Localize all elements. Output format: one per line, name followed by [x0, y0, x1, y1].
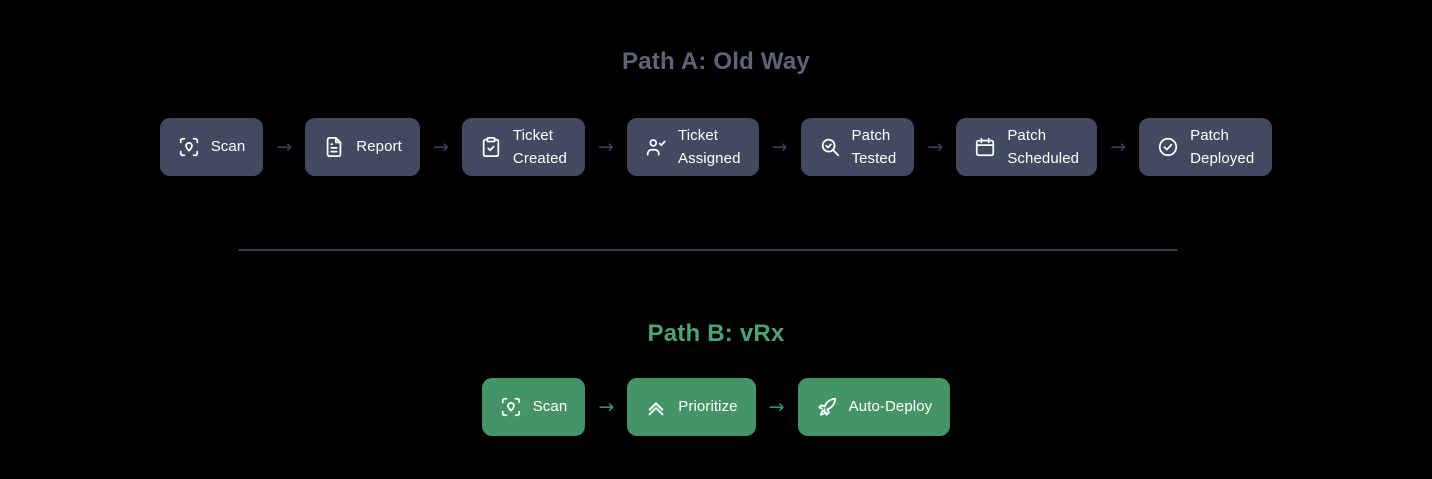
flow-step-label: Patch Deployed [1190, 126, 1255, 167]
flow-step-label: Scan [210, 138, 246, 156]
chevrons-up-icon [645, 396, 667, 418]
flow-step-label: Scan [532, 398, 568, 416]
flow-arrow: → [598, 395, 615, 418]
flow-arrow: → [768, 395, 785, 418]
flow-step-label: Prioritize [678, 398, 738, 416]
path-b-flow: Scan → Prioritize → Auto-Deploy [0, 378, 1432, 436]
calendar-icon [974, 136, 996, 158]
flow-arrow: → [927, 135, 944, 158]
flow-step-report[interactable]: Report [305, 118, 420, 176]
user-check-icon [645, 136, 667, 158]
document-icon [323, 136, 345, 158]
flow-step-label: Report [356, 138, 402, 156]
rocket-icon [816, 396, 838, 418]
flow-step-patch-scheduled[interactable]: Patch Scheduled [956, 118, 1098, 176]
flow-arrow: → [598, 135, 614, 158]
flow-step-ticket-assigned[interactable]: Ticket Assigned [627, 118, 759, 176]
path-b-title: Path B: vRx [647, 320, 785, 347]
scan-icon [178, 136, 200, 158]
flow-step-scan[interactable]: Scan [159, 118, 264, 176]
path-a-flow: Scan → Report → Ticket Created → Ticket Assign… [0, 118, 1432, 176]
flow-step-label: Auto-Deploy [848, 398, 933, 416]
flow-step-label: Ticket Assigned [678, 126, 741, 167]
scan-icon [500, 396, 522, 418]
check-circle-icon [1157, 136, 1179, 158]
flow-step-ticket-created[interactable]: Ticket Created [461, 118, 585, 176]
flow-step-patch-tested[interactable]: Patch Tested [800, 118, 915, 176]
flow-arrow: → [276, 135, 293, 158]
path-a-title: Path A: Old Way [622, 48, 810, 75]
flow-step-prioritize[interactable]: Prioritize [627, 378, 756, 436]
flow-step-label: Patch Scheduled [1007, 126, 1080, 167]
flow-arrow: → [1110, 135, 1127, 158]
flow-step-label: Patch Tested [851, 126, 897, 167]
clipboard-check-icon [480, 136, 502, 158]
flow-step-patch-deployed[interactable]: Patch Deployed [1139, 118, 1273, 176]
flow-step-auto-deploy[interactable]: Auto-Deploy [797, 378, 951, 436]
flow-step-label: Ticket Created [512, 126, 567, 167]
flow-arrow: → [432, 135, 449, 158]
flow-arrow: → [771, 135, 788, 158]
flow-step-scan[interactable]: Scan [481, 378, 586, 436]
section-divider [238, 249, 1178, 251]
search-check-icon [819, 136, 841, 158]
